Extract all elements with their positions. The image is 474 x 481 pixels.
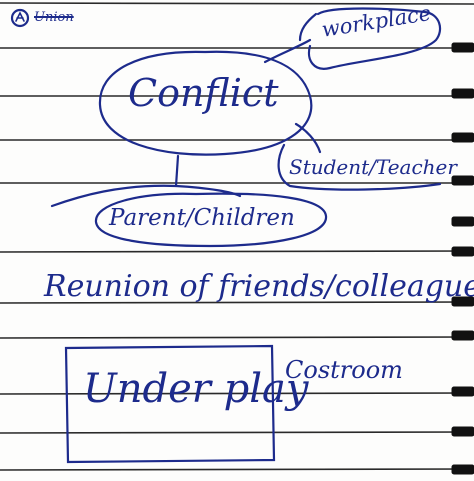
student-teacher-label: Student/Teacher xyxy=(289,155,457,179)
under-play-label: Under play xyxy=(83,366,309,412)
parent-children-label: Parent/Children xyxy=(109,205,295,231)
conflict-label: Conflict xyxy=(128,71,279,115)
spiral-binding-icon xyxy=(451,42,474,475)
parent-children-ellipse xyxy=(94,192,328,248)
mind-map-drawing xyxy=(10,7,442,464)
corner-mark-label: Union xyxy=(34,10,74,25)
reunion-line: Reunion of friends/colleagues xyxy=(44,269,474,304)
workplace-bubble xyxy=(298,7,442,70)
student-teacher-bubble xyxy=(277,143,442,191)
costroom-label: Costroom xyxy=(285,356,403,384)
circled-star-icon xyxy=(10,8,30,28)
ruled-lines xyxy=(0,2,474,471)
under-play-box xyxy=(64,344,276,464)
conflict-ellipse xyxy=(98,50,313,156)
